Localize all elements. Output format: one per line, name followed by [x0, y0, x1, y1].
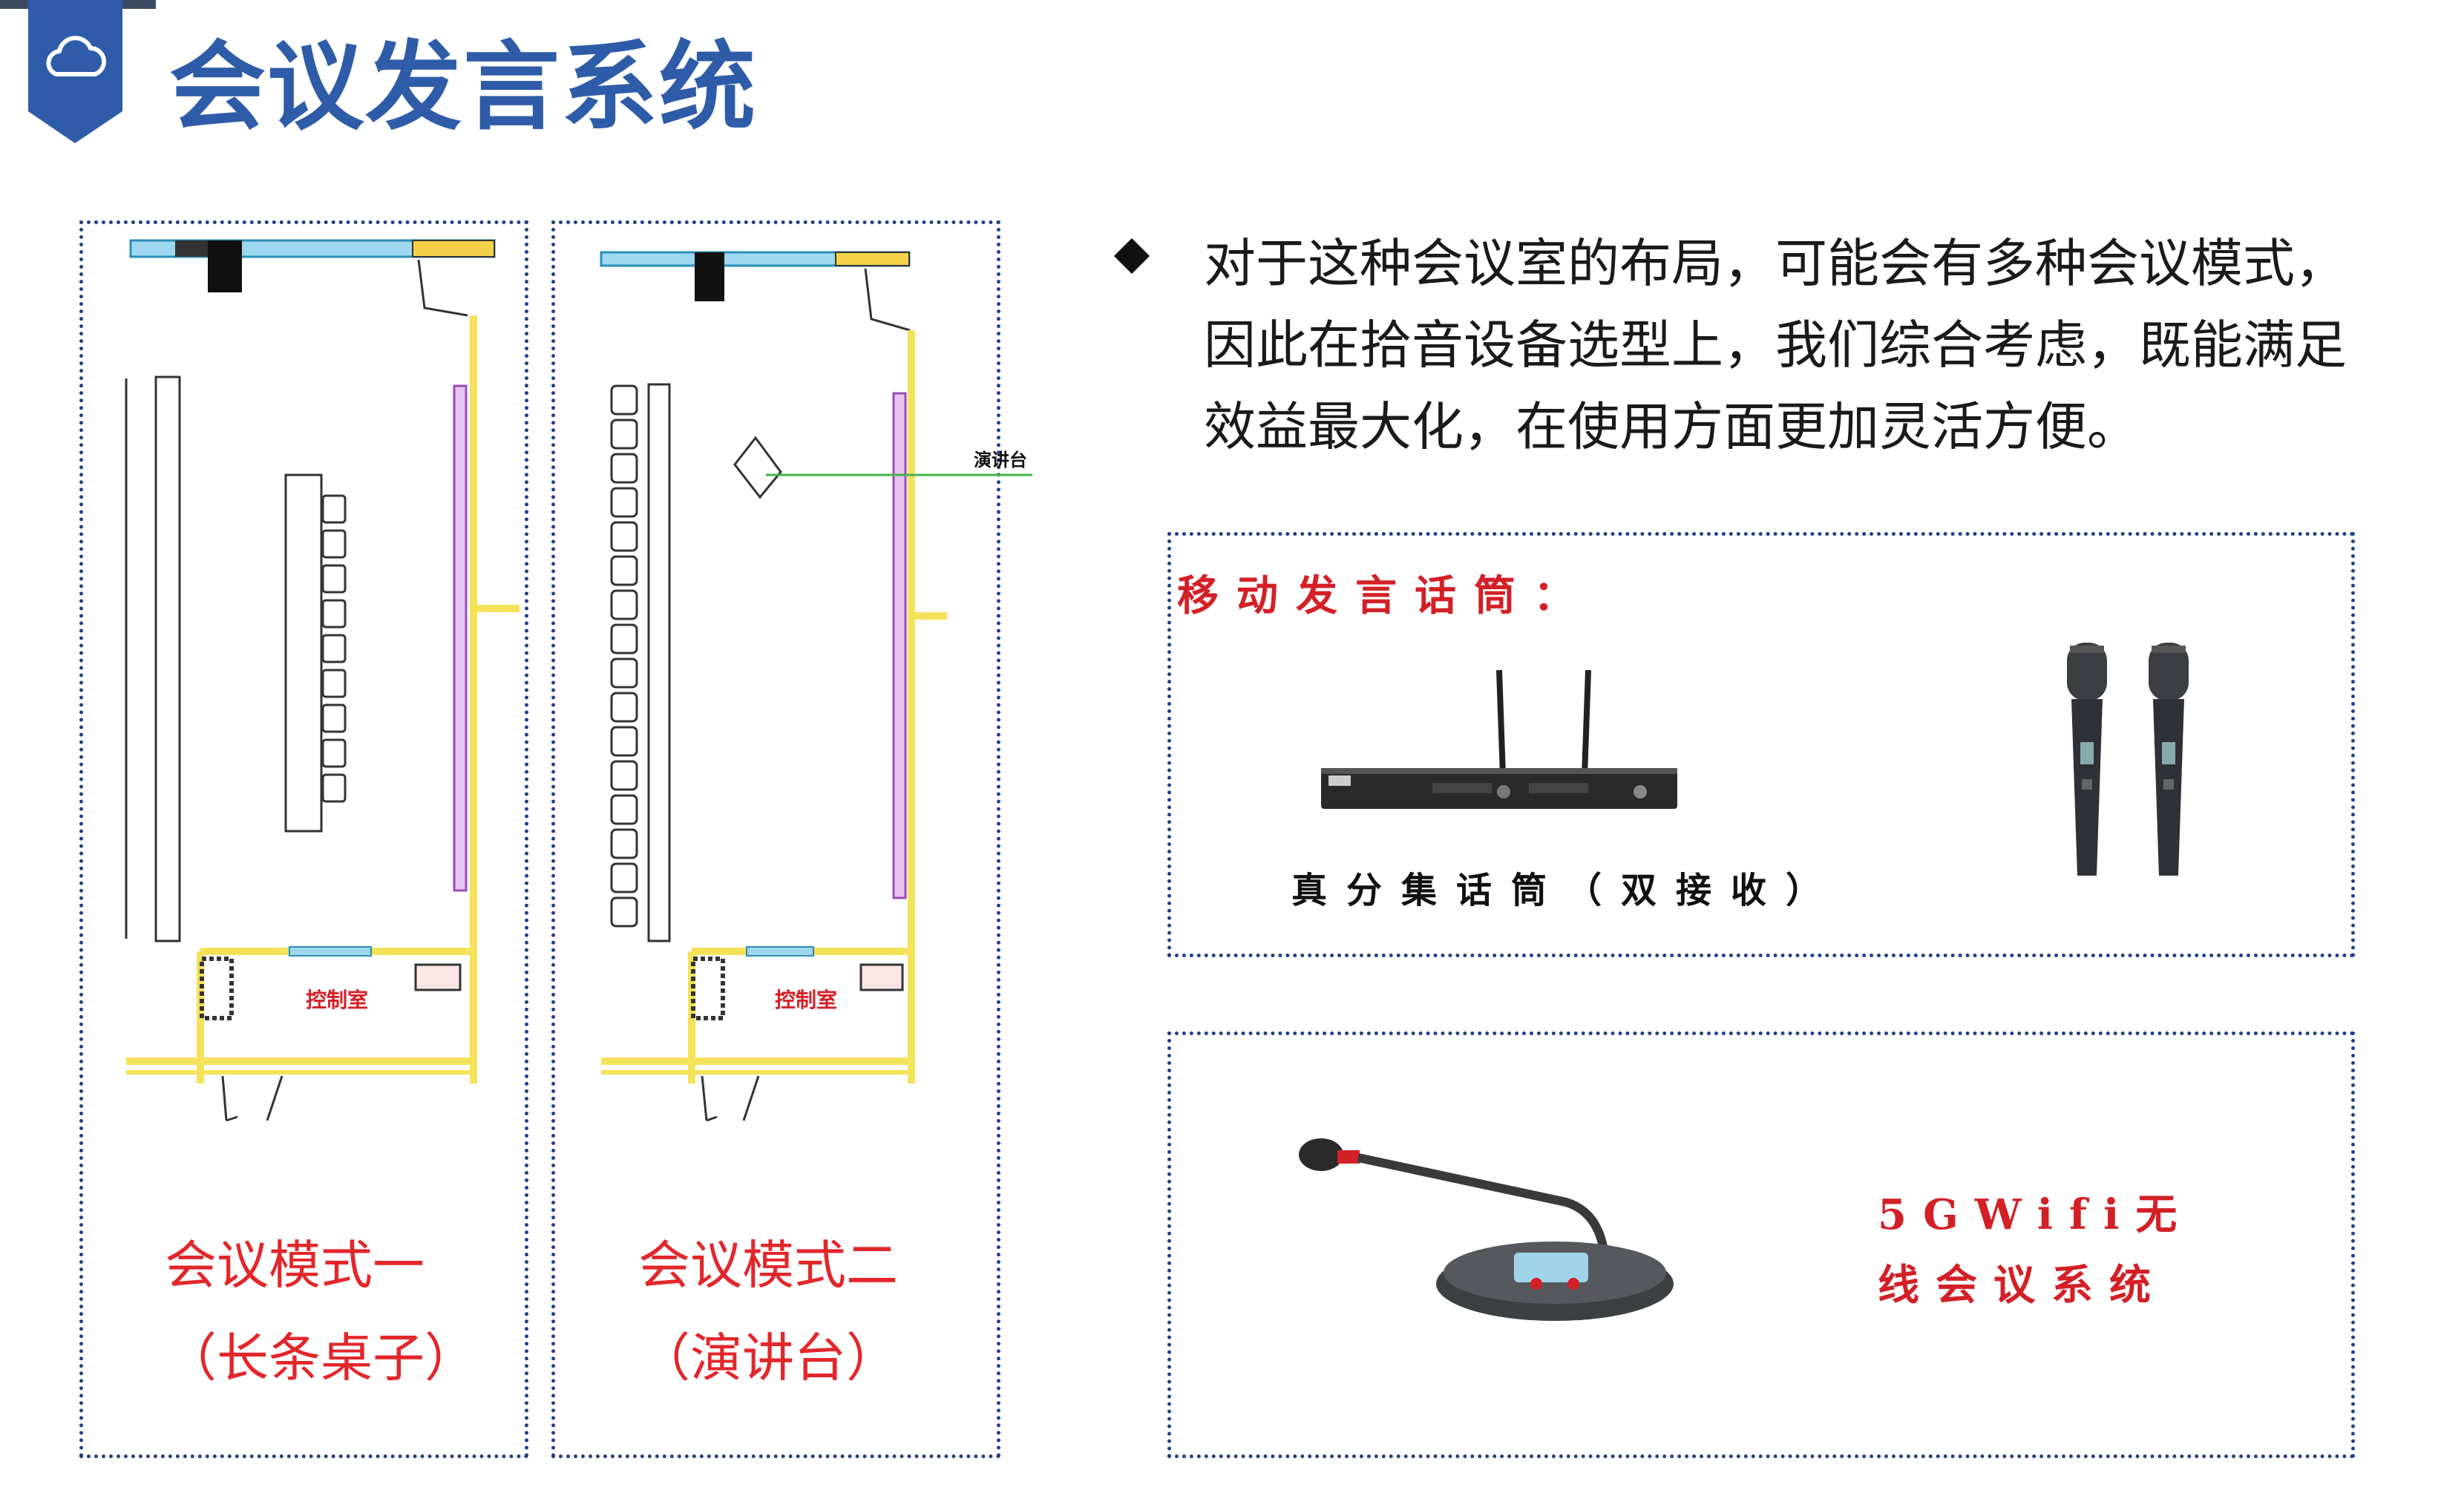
podium-label: 演讲台 [974, 450, 1027, 470]
layout-2-mode-label: 会议模式二 [638, 1235, 898, 1296]
mobile-mic-panel [1167, 532, 2355, 957]
wireless-text-line-2: 线会议系统 [1878, 1261, 2167, 1310]
wireless-text-line-1: 5GWifi无 [1878, 1190, 2194, 1239]
layout-panel-2 [551, 220, 1000, 1458]
floor-plan-1: 控制室 [125, 239, 520, 1122]
layout-panel-1 [79, 220, 528, 1458]
title-badge [28, 0, 122, 143]
mobile-mic-title: 移动发言话筒： [1177, 571, 1593, 620]
diamond-bullet-icon [1113, 237, 1150, 275]
receiver-caption: 真分集话筒（双接收） [1291, 870, 1841, 911]
control-room-label-2: 控制室 [775, 988, 837, 1012]
layout-1-detail-label: （长条桌子） [165, 1328, 476, 1388]
receiver-image [1321, 669, 1677, 809]
cloud-icon [46, 36, 107, 76]
page-title: 会议发言系统 [169, 30, 758, 143]
wireless-system-text: 5GWifi无 线会议系统 [1878, 1180, 2212, 1321]
layout-1-mode-label: 会议模式一 [165, 1235, 425, 1296]
handheld-mics-image [2067, 643, 2189, 876]
floor-plan-2: 演讲台 控制室 [600, 251, 1032, 1122]
gooseneck-mic-image [1299, 1138, 1674, 1321]
description-text: 对于这种会议室的布局，可能会有多种会议模式，因此在拾音设备选型上，我们综合考虑，… [1204, 233, 2347, 457]
layout-2-detail-label: （演讲台） [638, 1328, 898, 1388]
wireless-system-panel [1167, 1031, 2355, 1458]
control-room-label-1: 控制室 [306, 988, 368, 1012]
